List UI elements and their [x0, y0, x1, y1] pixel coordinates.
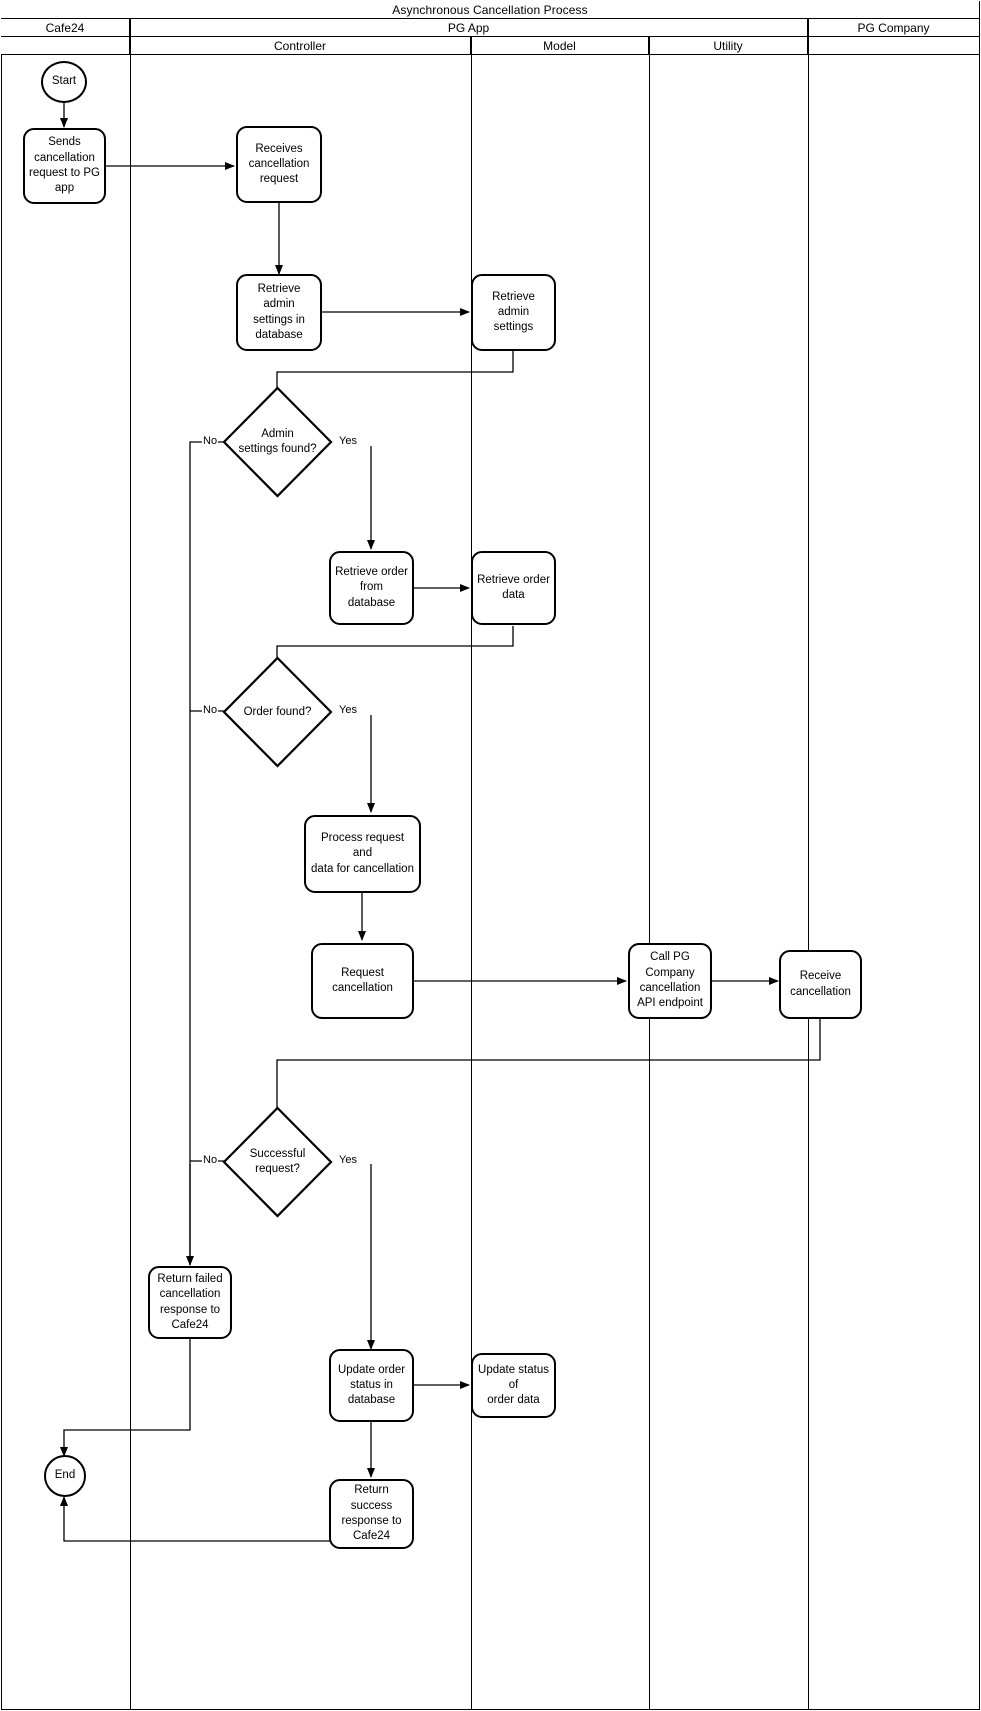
lane-header-blank-right — [808, 37, 979, 54]
pool-header-row: Cafe24 PG App PG Company — [1, 19, 979, 37]
node-retrieve-admin-settings-in-database[interactable]: Retrieve admin settings in database — [236, 274, 322, 351]
node-sends-cancellation-request[interactable]: Sends cancellation request to PG app — [23, 128, 106, 204]
diagram-title: Asynchronous Cancellation Process — [1, 1, 979, 19]
pool-header-cafe24: Cafe24 — [1, 19, 130, 36]
node-end[interactable]: End — [44, 1455, 86, 1497]
node-request-cancellation[interactable]: Request cancellation — [311, 943, 414, 1019]
edge-label-success-no: No — [202, 1154, 219, 1166]
lane-header-utility-label: Utility — [713, 38, 743, 53]
node-receives-cancellation-request[interactable]: Receives cancellation request — [236, 126, 322, 203]
lane-header-controller: Controller — [130, 37, 471, 54]
node-retrieve-order-data[interactable]: Retrieve order data — [471, 551, 556, 625]
edge-label-order-no: No — [202, 704, 219, 716]
node-order-found[interactable]: Order found? — [222, 656, 333, 768]
lane-header-model-label: Model — [543, 38, 576, 53]
node-receive-cancellation[interactable]: Receive cancellation — [779, 950, 862, 1019]
pool-header-pgapp-label: PG App — [447, 20, 490, 35]
lane-separator-cafe24-pgapp — [130, 19, 131, 1709]
lane-separator-model-utility — [649, 37, 650, 1709]
node-return-failed-cancellation-response[interactable]: Return failed cancellation response to C… — [148, 1266, 232, 1339]
lane-header-utility: Utility — [649, 37, 808, 54]
node-call-pg-company-api[interactable]: Call PG Company cancellation API endpoin… — [628, 943, 712, 1019]
edge-label-order-yes: Yes — [338, 704, 358, 716]
node-retrieve-order-from-database[interactable]: Retrieve order from database — [329, 551, 414, 625]
node-process-request-and-data[interactable]: Process request and data for cancellatio… — [304, 815, 421, 893]
node-successful-request[interactable]: Successful request? — [222, 1106, 333, 1218]
lane-header-blank-left — [1, 37, 130, 54]
pool-header-pgcompany-label: PG Company — [857, 20, 930, 35]
lane-header-controller-label: Controller — [273, 38, 327, 53]
lane-separator-pgapp-pgcompany — [808, 19, 809, 1709]
lane-separator-controller-model — [471, 37, 472, 1709]
lane-header-row: Controller Model Utility — [1, 37, 979, 55]
pool-header-pgcompany: PG Company — [808, 19, 979, 36]
edge-label-admin-yes: Yes — [338, 435, 358, 447]
pool-header-cafe24-label: Cafe24 — [45, 20, 85, 35]
node-admin-settings-found[interactable]: Admin settings found? — [222, 386, 333, 498]
pool-header-pgapp: PG App — [130, 19, 808, 36]
node-retrieve-admin-settings[interactable]: Retrieve admin settings — [471, 274, 556, 351]
edge-label-success-yes: Yes — [338, 1154, 358, 1166]
node-update-order-status-in-database[interactable]: Update order status in database — [329, 1349, 414, 1422]
node-return-success-response[interactable]: Return success response to Cafe24 — [329, 1479, 414, 1549]
node-update-status-of-order-data[interactable]: Update status of order data — [471, 1353, 556, 1418]
lane-header-model: Model — [471, 37, 649, 54]
edge-label-admin-no: No — [202, 435, 219, 447]
node-start[interactable]: Start — [41, 61, 87, 103]
